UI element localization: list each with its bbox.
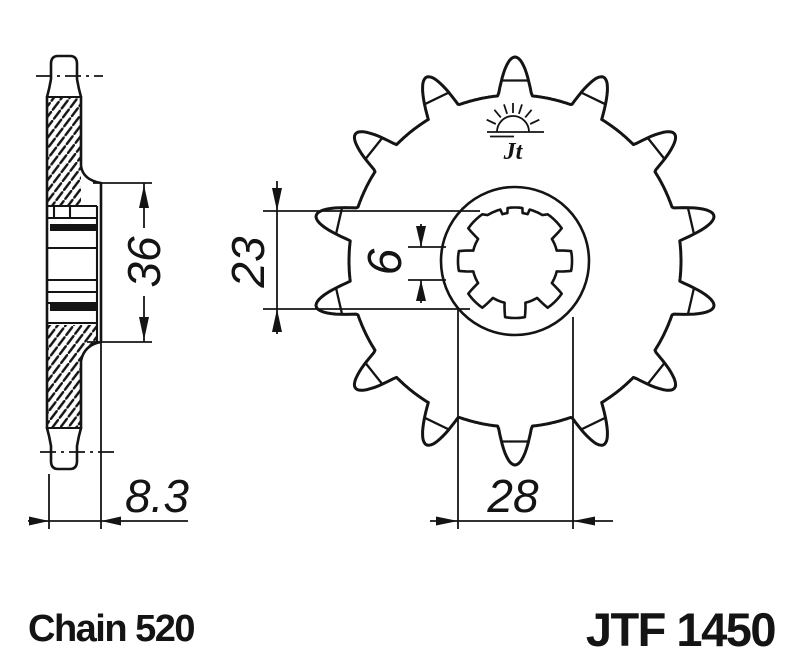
dimension-spline-groove: 6 [359,224,446,303]
spline-groove-dark-band [50,224,97,231]
sun-icon [496,115,530,133]
right-edge-with-boss [79,95,103,430]
dim-label-36: 36 [118,236,170,288]
dimension-boss-length: 36 [87,182,170,343]
hub-circle [439,185,591,337]
front-view: Jt [314,55,716,467]
dim-label-6: 6 [359,248,412,275]
spline-bore-bands [47,204,99,342]
dim-text-gap [128,228,160,296]
dimension-overall-width: 8.3 [28,343,189,529]
spline-bore-outline [456,206,574,320]
top-tooth-profile [45,54,83,99]
jt-sun-logo: Jt [486,103,544,165]
chain-size-label: Chain 520 [28,608,196,650]
bottom-tooth-profile [45,426,83,471]
side-section-view [36,54,117,471]
sun-rays-icon [486,103,540,125]
hatch-area-bottom [47,325,97,428]
jt-logo-text: Jt [503,139,524,165]
dim-label-28: 28 [486,470,539,522]
hatch-area-top [47,97,81,205]
dimension-bore-diameter: 23 [222,181,480,334]
part-number-label: JTF 1450 [585,603,777,656]
tooth-tip-chamfer-marks [334,79,696,443]
spline-groove-dark-band [50,304,97,311]
dim-label-8-3: 8.3 [125,470,189,522]
dimension-spline-outer-diameter: 28 [430,307,613,529]
dim-label-23: 23 [222,236,274,289]
